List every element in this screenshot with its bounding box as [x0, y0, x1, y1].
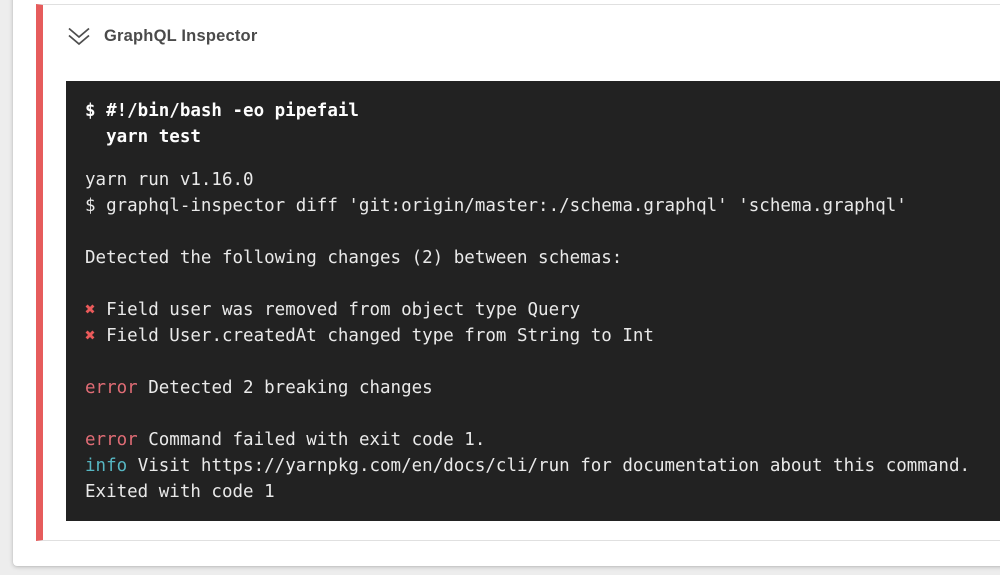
- terminal-output: $ #!/bin/bash -eo pipefail yarn test yar…: [66, 81, 1000, 521]
- terminal-line: info Visit https://yarnpkg.com/en/docs/c…: [85, 456, 971, 476]
- terminal-line: ✖ Field User.createdAt changed type from…: [85, 326, 654, 346]
- terminal-line: [85, 271, 981, 297]
- terminal-line: yarn run v1.16.0: [85, 170, 254, 190]
- terminal-line: ✖ Field user was removed from object typ…: [85, 300, 581, 320]
- step-title: GraphQL Inspector: [104, 26, 258, 45]
- terminal-line: [85, 401, 981, 427]
- terminal-line: Detected the following changes (2) betwe…: [85, 248, 623, 268]
- double-chevron-down-icon[interactable]: [66, 25, 92, 47]
- terminal-line: [85, 349, 981, 375]
- terminal-command-block: $ #!/bin/bash -eo pipefail yarn test: [85, 98, 981, 150]
- terminal-line: [85, 219, 981, 245]
- terminal-output-block: yarn run v1.16.0 $ graphql-inspector diff…: [85, 167, 981, 505]
- terminal-line: yarn test: [85, 127, 201, 147]
- terminal-line: $ #!/bin/bash -eo pipefail: [85, 101, 359, 121]
- terminal-line: error Detected 2 breaking changes: [85, 378, 433, 398]
- terminal-line: error Command failed with exit code 1.: [85, 430, 486, 450]
- terminal-line: Exited with code 1: [85, 482, 275, 502]
- terminal-line: $ graphql-inspector diff 'git:origin/mas…: [85, 196, 907, 216]
- step-header-row[interactable]: GraphQL Inspector: [66, 24, 257, 48]
